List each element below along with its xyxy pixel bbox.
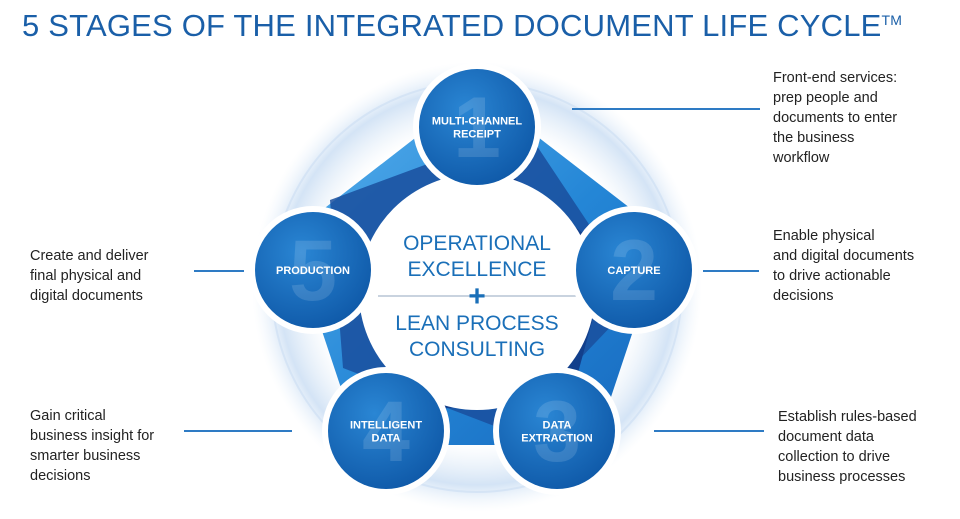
- stage-1-circle: [419, 69, 535, 185]
- stage3-desc-line: document data: [778, 429, 874, 445]
- stage-2-circle: [576, 212, 692, 328]
- stage-1-label: MULTI-CHANNEL: [432, 116, 523, 128]
- center-plus-sign: +: [468, 280, 486, 313]
- title-text: 5 STAGES OF THE INTEGRATED DOCUMENT LIFE…: [22, 8, 882, 43]
- stage4-description: Gain critical business insight for smart…: [30, 406, 154, 486]
- center-text-line4: CONSULTING: [409, 338, 545, 361]
- stage1-desc-line: documents to enter: [773, 110, 898, 126]
- stage3-connector: [654, 430, 764, 432]
- stage2-desc-line: and digital documents: [773, 248, 915, 264]
- center-text-line1: OPERATIONAL: [403, 232, 551, 255]
- stage-3-number: 3: [533, 384, 581, 480]
- stage3-desc-line: business processes: [778, 469, 906, 485]
- stage5-desc-line: final physical and: [30, 268, 142, 284]
- stage-1-number: 1: [453, 80, 501, 176]
- stage-3-label: DATA: [543, 420, 572, 432]
- center-text-line2: EXCELLENCE: [408, 258, 547, 281]
- stage2-connector: [703, 270, 759, 272]
- stage-3-label: EXTRACTION: [521, 433, 593, 445]
- stage5-description: Create and deliver final physical and di…: [30, 246, 149, 306]
- stage2-description: Enable physical and digital documents to…: [773, 226, 914, 306]
- stage2-desc-line: decisions: [773, 288, 834, 304]
- center-circle: [359, 174, 595, 410]
- stage4-desc-line: business insight for: [30, 428, 155, 444]
- stage1-description: Front-end services: prep people and docu…: [773, 68, 897, 168]
- stage4-desc-line: Gain critical: [30, 408, 106, 424]
- stage4-connector: [184, 430, 292, 432]
- stage-2-label: CAPTURE: [607, 265, 660, 277]
- stage1-desc-line: Front-end services:: [773, 70, 898, 86]
- stage2-desc-line: Enable physical: [773, 228, 875, 244]
- stage5-connector: [194, 270, 244, 272]
- stage-2-number: 2: [610, 223, 658, 319]
- stage3-desc-line: collection to drive: [778, 449, 891, 465]
- stage-5-number: 5: [289, 223, 337, 319]
- page-title: 5 STAGES OF THE INTEGRATED DOCUMENT LIFE…: [22, 8, 902, 44]
- stage-3-circle: [499, 373, 615, 489]
- stage5-desc-line: digital documents: [30, 288, 143, 304]
- stage4-desc-line: decisions: [30, 468, 91, 484]
- stage-4-circle: [328, 373, 444, 489]
- stage-4-label: DATA: [372, 433, 401, 445]
- stage1-desc-line: workflow: [773, 150, 830, 166]
- stage1-desc-line: the business: [773, 130, 855, 146]
- stage3-desc-line: Establish rules-based: [778, 409, 917, 425]
- stage2-desc-line: to drive actionable: [773, 268, 891, 284]
- stage4-desc-line: smarter business: [30, 448, 141, 464]
- stage-5-circle: [255, 212, 371, 328]
- stage3-description: Establish rules-based document data coll…: [778, 407, 917, 487]
- center-text-line3: LEAN PROCESS: [395, 312, 558, 335]
- stage5-desc-line: Create and deliver: [30, 248, 149, 264]
- stage-4-label: INTELLIGENT: [350, 420, 422, 432]
- stage-5-label: PRODUCTION: [276, 265, 350, 277]
- stage-4-number: 4: [362, 384, 410, 480]
- stage-1-label: RECEIPT: [453, 129, 501, 141]
- stage-circles: 1MULTI-CHANNELRECEIPT2CAPTURE3DATAEXTRAC…: [249, 63, 698, 495]
- trademark: TM: [881, 12, 903, 28]
- stage1-desc-line: prep people and: [773, 90, 878, 106]
- stage1-connector: [572, 108, 760, 110]
